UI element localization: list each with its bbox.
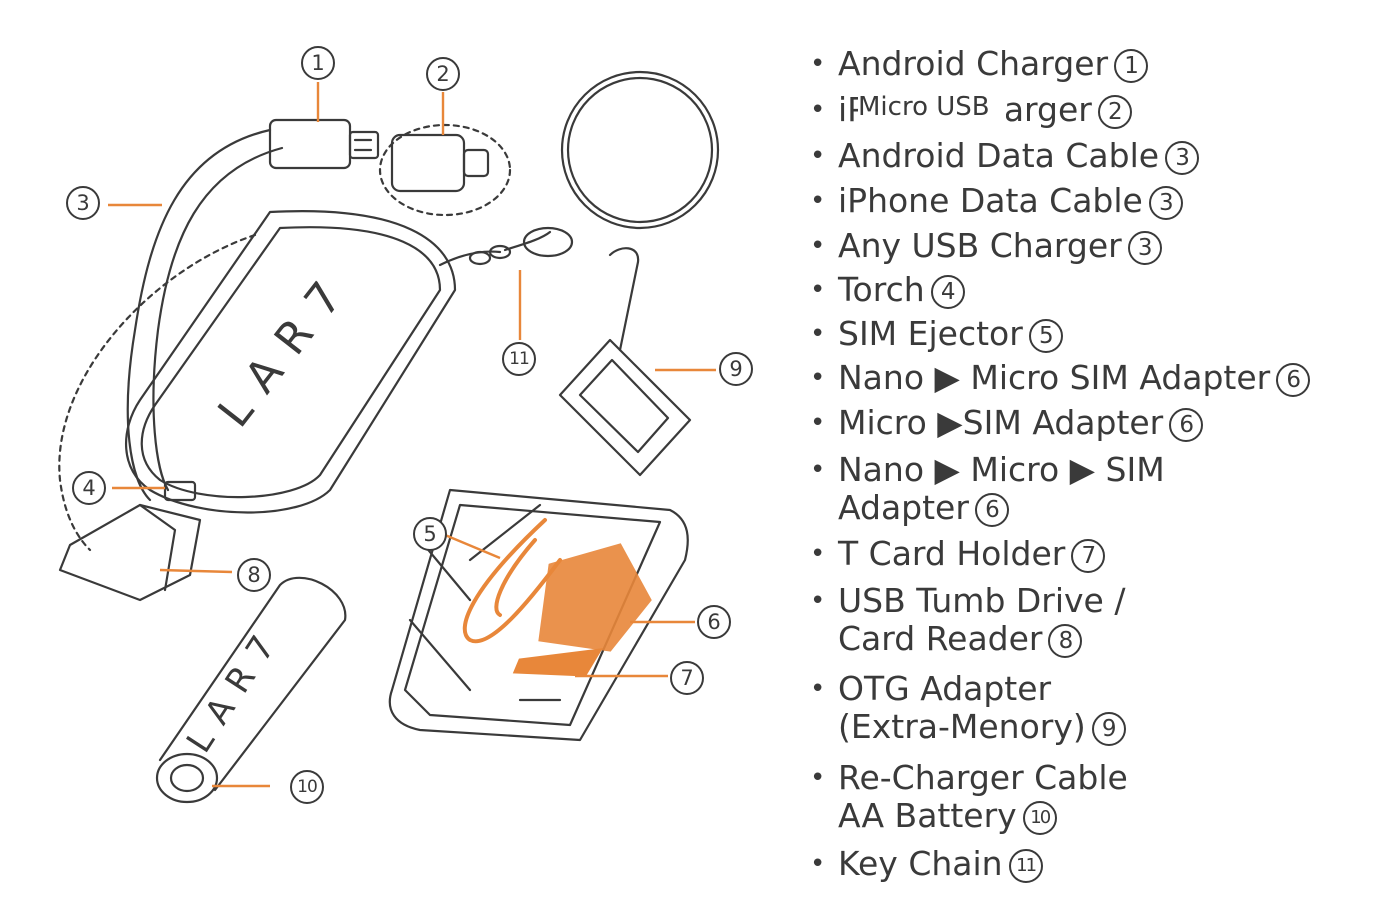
thumb-drive <box>58 503 202 602</box>
aa-battery <box>158 576 347 792</box>
otg-adapter <box>608 247 640 352</box>
micro-usb-overlay-label: Micro USB <box>858 90 1006 124</box>
adapter-outline <box>378 123 512 217</box>
callout-1: 1 <box>301 46 335 80</box>
callout-10: 10 <box>290 770 324 804</box>
sim-adapter <box>538 543 652 652</box>
usb-plug-tip <box>348 130 380 160</box>
battery-logo: LAR7 <box>179 617 291 760</box>
sim-tray <box>388 488 689 742</box>
cable-inner <box>152 146 284 492</box>
cable <box>126 128 272 502</box>
product-diagram: LAR7 LAR7 <box>58 70 720 804</box>
sim-ejector <box>462 518 562 644</box>
ring <box>560 70 720 230</box>
callout-5: 5 <box>413 517 447 551</box>
power-bank <box>124 210 457 514</box>
usb-plug-body <box>268 118 352 170</box>
sd-card <box>512 648 603 677</box>
callout-11: 11 <box>502 342 536 376</box>
callout-7: 7 <box>670 661 704 695</box>
device-logo: LAR7 <box>208 259 363 437</box>
callout-9: 9 <box>719 352 753 386</box>
callout-4: 4 <box>72 471 106 505</box>
callout-8: 8 <box>237 558 271 592</box>
legend-item: •OTG Adapter(Extra-Menory)9 <box>810 670 1126 746</box>
key-chain <box>438 230 552 267</box>
callout-3: 3 <box>66 186 100 220</box>
callout-6: 6 <box>697 605 731 639</box>
micro-adapter <box>390 133 466 193</box>
callout-2: 2 <box>426 57 460 91</box>
